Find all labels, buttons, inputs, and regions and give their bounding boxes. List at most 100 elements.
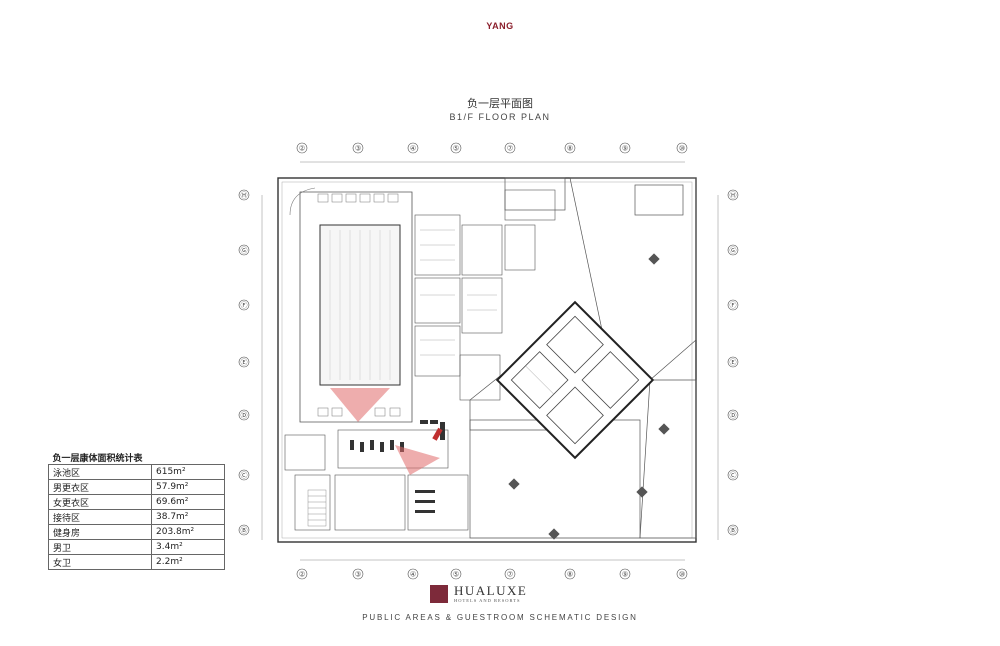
grid-bubble	[407, 142, 419, 154]
grid-label: ④	[410, 145, 416, 153]
grid-label: ③	[355, 145, 361, 153]
grid-bubble	[727, 469, 739, 481]
grid-bubble	[352, 568, 364, 580]
grid-label: Ⓗ	[730, 192, 737, 200]
area-value: 203.8m²	[151, 524, 225, 540]
plan-title-cn: 负一层平面图	[467, 97, 533, 110]
grid-label: Ⓑ	[730, 527, 737, 535]
grid-bubble	[676, 568, 688, 580]
grid-label: Ⓔ	[730, 359, 737, 367]
pool-loungers	[317, 193, 401, 417]
brand-name: HUALUXE	[454, 583, 528, 598]
top-logo: YANG	[486, 21, 514, 31]
grid-label: ⑦	[507, 145, 513, 153]
area-value: 2.2m²	[151, 554, 225, 570]
grid-label: ⑧	[567, 571, 573, 579]
grid-label: Ⓖ	[730, 247, 737, 255]
grid-bubble	[450, 568, 462, 580]
grid-label: ⑨	[622, 571, 628, 579]
grid-bubble	[619, 142, 631, 154]
grid-label: ②	[299, 571, 305, 579]
grid-label: Ⓑ	[241, 527, 248, 535]
plan-title-en: B1/F FLOOR PLAN	[449, 112, 551, 122]
area-value: 3.4m²	[151, 539, 225, 555]
grid-bubble	[619, 568, 631, 580]
grid-label: Ⓓ	[730, 412, 737, 420]
locker-lines	[420, 229, 497, 356]
grid-bubble	[727, 299, 739, 311]
area-label: 男卫	[48, 539, 152, 555]
area-value: 69.6m²	[151, 494, 225, 510]
grid-bubble	[727, 524, 739, 536]
area-value: 38.7m²	[151, 509, 225, 525]
grid-label: ⑧	[567, 145, 573, 153]
grid-label: Ⓒ	[241, 472, 248, 480]
grid-label: ⑩	[679, 571, 685, 579]
area-label: 女更衣区	[48, 494, 152, 510]
grid-bubble	[238, 409, 250, 421]
hualuxe-logo-mark	[430, 585, 448, 603]
grid-rows-right: Ⓗ Ⓖ Ⓕ Ⓔ Ⓓ Ⓒ Ⓑ	[727, 189, 739, 536]
area-value: 615m²	[151, 464, 225, 480]
grid-label: Ⓕ	[730, 302, 737, 310]
grid-label: Ⓖ	[241, 247, 248, 255]
hualuxe-brand: HUALUXE HOTELS AND RESORTS	[430, 583, 570, 607]
grid-label: ④	[410, 571, 416, 579]
changing-rooms	[414, 189, 556, 401]
grid-bubble	[296, 142, 308, 154]
brand-subtitle: HOTELS AND RESORTS	[454, 598, 521, 603]
grid-bubble	[676, 142, 688, 154]
grid-bubble	[238, 244, 250, 256]
grid-bubble	[238, 189, 250, 201]
area-label: 健身房	[48, 524, 152, 540]
grid-label: ⑦	[507, 571, 513, 579]
gym-equipment	[350, 420, 445, 513]
view-marker	[432, 427, 443, 441]
view-cone-pool	[330, 388, 390, 422]
area-label: 接待区	[48, 509, 152, 525]
grid-bubble	[727, 189, 739, 201]
grid-label: Ⓓ	[241, 412, 248, 420]
columns	[508, 253, 670, 540]
pool-hall	[299, 191, 413, 423]
area-label: 泳池区	[48, 464, 152, 480]
grid-bubble	[727, 356, 739, 368]
grid-bubble	[296, 568, 308, 580]
grid-bubble	[352, 142, 364, 154]
view-cone-reception	[395, 445, 440, 475]
grid-label: Ⓒ	[730, 472, 737, 480]
stair-left	[307, 489, 327, 527]
grid-bubble	[564, 142, 576, 154]
grid-label: ⑤	[453, 571, 459, 579]
grid-bubble	[504, 568, 516, 580]
grid-bubble	[238, 299, 250, 311]
grid-label: ⑤	[453, 145, 459, 153]
grid-label: ③	[355, 571, 361, 579]
grid-label: ②	[299, 145, 305, 153]
area-table-title: 负一层康体面积统计表	[48, 450, 225, 465]
rotated-core	[495, 300, 655, 460]
grid-bubble	[727, 244, 739, 256]
grid-label: ⑩	[679, 145, 685, 153]
area-label: 女卫	[48, 554, 152, 570]
grid-label: Ⓔ	[241, 359, 248, 367]
grid-bubble	[238, 469, 250, 481]
grid-bubble	[450, 142, 462, 154]
footer-caption: PUBLIC AREAS & GUESTROOM SCHEMATIC DESIG…	[362, 613, 638, 622]
grid-bubble	[504, 142, 516, 154]
grid-bubble	[727, 409, 739, 421]
grid-bubble	[238, 524, 250, 536]
grid-bubble	[407, 568, 419, 580]
grid-bubble	[564, 568, 576, 580]
area-value: 57.9m²	[151, 479, 225, 495]
grid-label: Ⓕ	[241, 302, 248, 310]
